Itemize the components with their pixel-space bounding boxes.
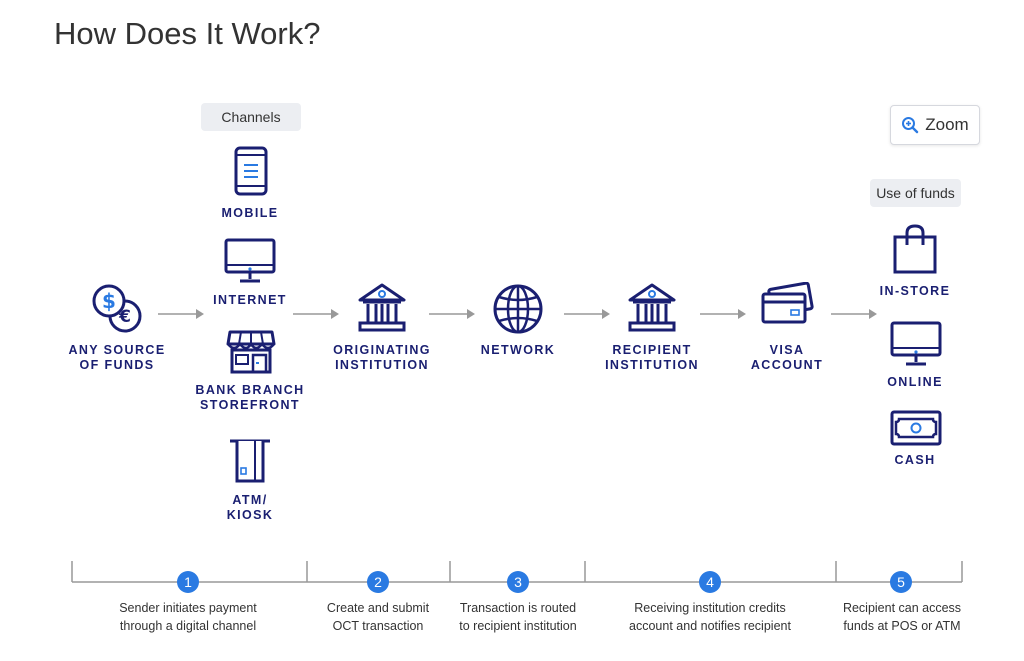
- step-4-badge: 4: [699, 571, 721, 593]
- step-3-text: Transaction is routed to recipient insti…: [448, 599, 588, 635]
- atm-icon: [229, 438, 271, 484]
- channel-branch-line1: BANK BRANCH: [195, 383, 305, 397]
- step-1-badge: 1: [177, 571, 199, 593]
- use-of-funds-pill: Use of funds: [870, 179, 961, 207]
- zoom-button[interactable]: Zoom: [890, 105, 980, 145]
- step-4-line2: account and notifies recipient: [629, 619, 791, 633]
- arrow-originating-to-network: [429, 309, 475, 319]
- node-originating-line2: INSTITUTION: [335, 358, 429, 372]
- step-2-line1: Create and submit: [326, 601, 430, 615]
- step-3-line2: to recipient institution: [459, 619, 577, 633]
- globe-icon: [492, 283, 544, 335]
- node-network-line1: NETWORK: [480, 343, 556, 357]
- storefront-icon: [226, 328, 276, 374]
- node-network-label: NETWORK: [468, 343, 568, 358]
- node-visa-label: VISA ACCOUNT: [737, 343, 837, 373]
- use-instore-label: IN-STORE: [865, 284, 965, 299]
- channel-branch-label: BANK BRANCH STOREFRONT: [190, 383, 310, 413]
- channels-pill: Channels: [201, 103, 301, 131]
- step-3-line1: Transaction is routed: [459, 601, 577, 615]
- arrow-visa-to-uses: [831, 309, 877, 319]
- node-originating-label: ORIGINATING INSTITUTION: [322, 343, 442, 373]
- node-source-label: ANY SOURCE OF FUNDS: [60, 343, 174, 373]
- use-cash-line1: CASH: [894, 453, 936, 467]
- node-visa-line1: VISA: [769, 343, 805, 357]
- channel-internet-label: INTERNET: [200, 293, 300, 308]
- channel-atm-line2: KIOSK: [226, 508, 274, 522]
- arrow-recipient-to-visa: [700, 309, 746, 319]
- arrow-network-to-recipient: [564, 309, 610, 319]
- bank-icon: [626, 282, 678, 334]
- step-3-badge: 3: [507, 571, 529, 593]
- step-5-badge: 5: [890, 571, 912, 593]
- svg-text:$: $: [102, 289, 116, 313]
- channel-atm-line1: ATM/: [232, 493, 268, 507]
- node-visa-line2: ACCOUNT: [750, 358, 824, 372]
- zoom-label: Zoom: [925, 115, 969, 134]
- channel-mobile-label: MOBILE: [200, 206, 300, 221]
- dollar-euro-coins-icon: € $: [90, 284, 144, 334]
- step-4-text: Receiving institution credits account an…: [615, 599, 805, 635]
- use-of-funds-pill-label: Use of funds: [876, 185, 955, 201]
- monitor-icon: [224, 238, 276, 284]
- channel-internet-line1: INTERNET: [213, 293, 287, 307]
- use-online-label: ONLINE: [865, 375, 965, 390]
- step-5-line1: Recipient can access: [842, 601, 962, 615]
- step-5-text: Recipient can access funds at POS or ATM: [831, 599, 973, 635]
- use-cash-label: CASH: [865, 453, 965, 468]
- step-4-line1: Receiving institution credits: [634, 601, 786, 615]
- node-originating-line1: ORIGINATING: [333, 343, 431, 357]
- page-title: How Does It Work?: [54, 16, 321, 51]
- arrow-channels-to-originating: [293, 309, 339, 319]
- bank-icon: [356, 282, 408, 334]
- node-source-line1: ANY SOURCE: [68, 343, 166, 357]
- step-5-line2: funds at POS or ATM: [843, 619, 961, 633]
- monitor-icon: [890, 321, 942, 367]
- node-recipient-line2: INSTITUTION: [605, 358, 699, 372]
- node-recipient-line1: RECIPIENT: [612, 343, 692, 357]
- step-2-badge: 2: [367, 571, 389, 593]
- step-1-line2: through a digital channel: [119, 619, 257, 633]
- node-source-line2: OF FUNDS: [79, 358, 155, 372]
- channel-branch-line2: STOREFRONT: [200, 398, 300, 412]
- step-2-line2: OCT transaction: [332, 619, 424, 633]
- mobile-phone-icon: [234, 146, 268, 196]
- channel-mobile-line1: MOBILE: [221, 206, 279, 220]
- cards-icon: [761, 282, 815, 326]
- step-1-text: Sender initiates payment through a digit…: [98, 599, 278, 635]
- channels-pill-label: Channels: [221, 109, 281, 125]
- channel-atm-label: ATM/ KIOSK: [200, 493, 300, 523]
- zoom-in-icon: [902, 117, 919, 134]
- node-recipient-label: RECIPIENT INSTITUTION: [592, 343, 712, 373]
- step-2-text: Create and submit OCT transaction: [308, 599, 448, 635]
- shopping-bag-icon: [893, 223, 937, 275]
- step-1-line1: Sender initiates payment: [119, 601, 257, 615]
- arrow-source-to-channels: [158, 309, 204, 319]
- use-online-line1: ONLINE: [887, 375, 943, 389]
- cash-icon: [890, 410, 942, 446]
- use-instore-line1: IN-STORE: [879, 284, 951, 298]
